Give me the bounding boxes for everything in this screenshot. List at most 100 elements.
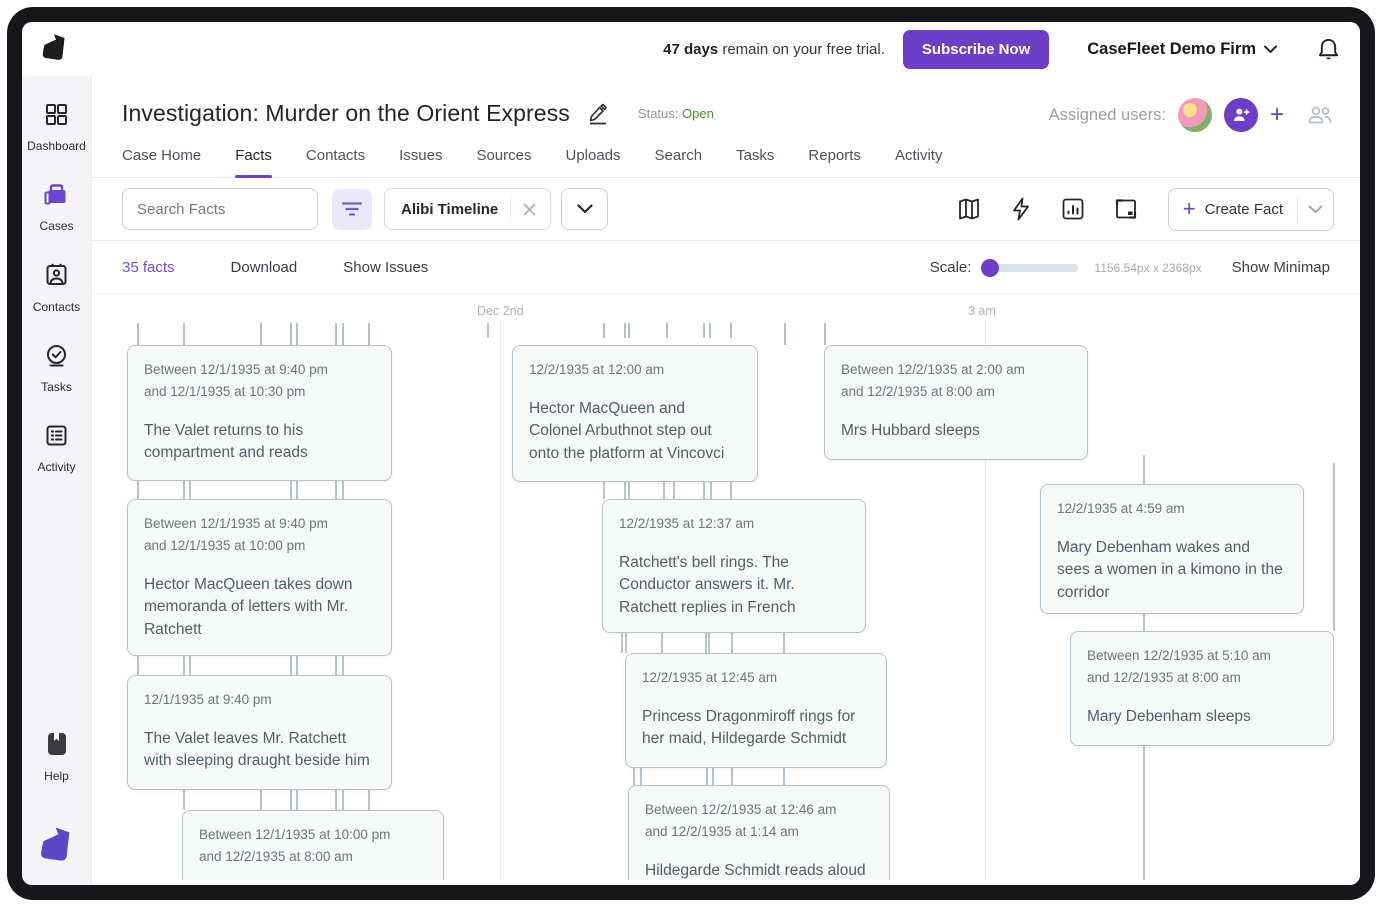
show-issues-link[interactable]: Show Issues <box>343 259 429 276</box>
lightning-bolt-icon[interactable] <box>1010 197 1032 221</box>
subscribe-now-button[interactable]: Subscribe Now <box>902 29 1050 69</box>
assigned-users-label: Assigned users: <box>1048 105 1166 124</box>
timeline-tick <box>709 323 711 338</box>
sidebar-item-dashboard[interactable]: Dashboard <box>27 102 86 153</box>
notifications-bell-icon[interactable] <box>1317 37 1340 62</box>
remove-filter-close-icon[interactable] <box>519 199 540 220</box>
tab-search[interactable]: Search <box>654 147 703 164</box>
map-view-icon[interactable] <box>957 197 981 221</box>
fact-connector-stem <box>342 790 344 810</box>
filter-button[interactable] <box>332 188 372 230</box>
top-bar: 47 days remain on your free trial. Subsc… <box>22 22 1360 76</box>
facts-count[interactable]: 35 facts <box>122 259 175 276</box>
fact-connector-stem <box>731 768 733 785</box>
fact-date: 12/2/1935 at 12:00 am <box>529 362 665 377</box>
scale-slider[interactable] <box>981 258 1079 277</box>
fact-connector-stem <box>703 482 705 499</box>
fact-connector-stem <box>673 482 675 499</box>
fact-connector-stem <box>368 790 370 810</box>
fact-connector-stem <box>189 656 191 675</box>
download-link[interactable]: Download <box>230 259 298 276</box>
fact-card[interactable]: 12/2/1935 at 12:00 am Hector MacQueen and… <box>512 345 758 482</box>
show-minimap-link[interactable]: Show Minimap <box>1231 259 1330 276</box>
plus-icon: + <box>1182 196 1196 221</box>
tab-issues[interactable]: Issues <box>399 147 443 164</box>
timeline-tick <box>260 323 262 345</box>
tab-uploads[interactable]: Uploads <box>565 147 621 164</box>
chevron-down-icon <box>577 204 593 214</box>
tab-contacts[interactable]: Contacts <box>305 147 366 164</box>
tab-tasks[interactable]: Tasks <box>736 147 775 164</box>
main-content: Investigation: Murder on the Orient Expr… <box>92 76 1360 885</box>
scale-slider-knob[interactable] <box>981 258 1000 277</box>
tab-activity[interactable]: Activity <box>894 147 943 164</box>
tab-case-home[interactable]: Case Home <box>122 147 202 164</box>
timeline-tick <box>628 323 630 338</box>
edit-title-icon[interactable] <box>586 103 608 125</box>
fact-description: Ratchett's bell rings. The Conductor ans… <box>619 553 796 616</box>
sidebar-item-contacts[interactable]: Contacts <box>27 262 86 314</box>
fact-connector-stem <box>783 768 785 785</box>
create-fact-button[interactable]: + Create Fact <box>1167 187 1334 231</box>
fact-connector-stem <box>189 481 191 499</box>
tab-facts[interactable]: Facts <box>235 147 272 178</box>
tab-reports[interactable]: Reports <box>808 147 861 164</box>
sidebar-item-cases[interactable]: Cases <box>27 182 86 233</box>
case-tabs: Case Home Facts Contacts Issues Sources Uploa… <box>92 147 1360 178</box>
chart-view-icon[interactable] <box>1061 197 1085 221</box>
add-assignee-plus-icon[interactable]: + <box>1269 101 1284 128</box>
tab-sources[interactable]: Sources <box>476 147 532 164</box>
filter-lines-icon <box>342 202 362 216</box>
fact-connector-stem <box>137 481 139 499</box>
fact-connector-stem <box>661 633 663 653</box>
fact-connector-stem <box>624 482 626 499</box>
page-title: Investigation: Murder on the Orient Expr… <box>122 100 570 126</box>
fact-connector-stem <box>1333 463 1335 631</box>
fact-connector-stem <box>628 482 630 499</box>
fact-connector-stem <box>296 656 298 675</box>
people-icon[interactable] <box>1306 104 1334 126</box>
fact-connector-stem <box>183 481 185 499</box>
fact-date: 12/2/1935 at 12:45 am <box>642 670 778 685</box>
fact-connector-stem <box>1143 614 1145 631</box>
fact-description: Hector MacQueen and Colonel Arbuthnot st… <box>529 399 725 462</box>
timeline-gridline <box>985 321 986 880</box>
fullscreen-icon[interactable] <box>1114 197 1138 221</box>
case-status: Status: Open <box>637 106 714 121</box>
fact-card[interactable]: 12/2/1935 at 12:37 am Ratchett's bell rin… <box>602 499 866 633</box>
firm-menu[interactable]: CaseFleet Demo Firm <box>1087 40 1277 59</box>
fact-description: Hector MacQueen takes down memoranda of … <box>144 575 353 638</box>
user-avatar[interactable] <box>1177 98 1212 132</box>
fact-date: 12/2/1935 at 12:37 am <box>619 516 755 531</box>
timeline-tick <box>784 323 786 345</box>
fact-description: Mrs Hubbard sleeps <box>841 421 980 439</box>
task-check-icon <box>44 343 69 373</box>
timeline-tick <box>624 323 626 338</box>
search-facts-input[interactable] <box>122 188 318 230</box>
sidebar-item-activity[interactable]: Activity <box>27 423 86 474</box>
timeline-tick <box>666 323 668 338</box>
fact-connector-stem <box>708 633 710 653</box>
fact-description: The Valet leaves Mr. Ratchett with sleep… <box>144 729 370 770</box>
fact-connector-stem <box>633 768 635 785</box>
filter-chip-label: Alibi Timeline <box>401 200 499 218</box>
add-user-avatar-icon[interactable] <box>1223 98 1258 132</box>
saved-filters-dropdown-button[interactable] <box>561 188 609 230</box>
activity-list-icon <box>44 423 69 453</box>
sidebar-item-help[interactable]: Help <box>44 731 69 783</box>
canvas-dimensions: 1156.54px x 2368px <box>1094 260 1202 275</box>
briefcase-icon <box>43 182 70 212</box>
sidebar-item-tasks[interactable]: Tasks <box>27 343 86 394</box>
